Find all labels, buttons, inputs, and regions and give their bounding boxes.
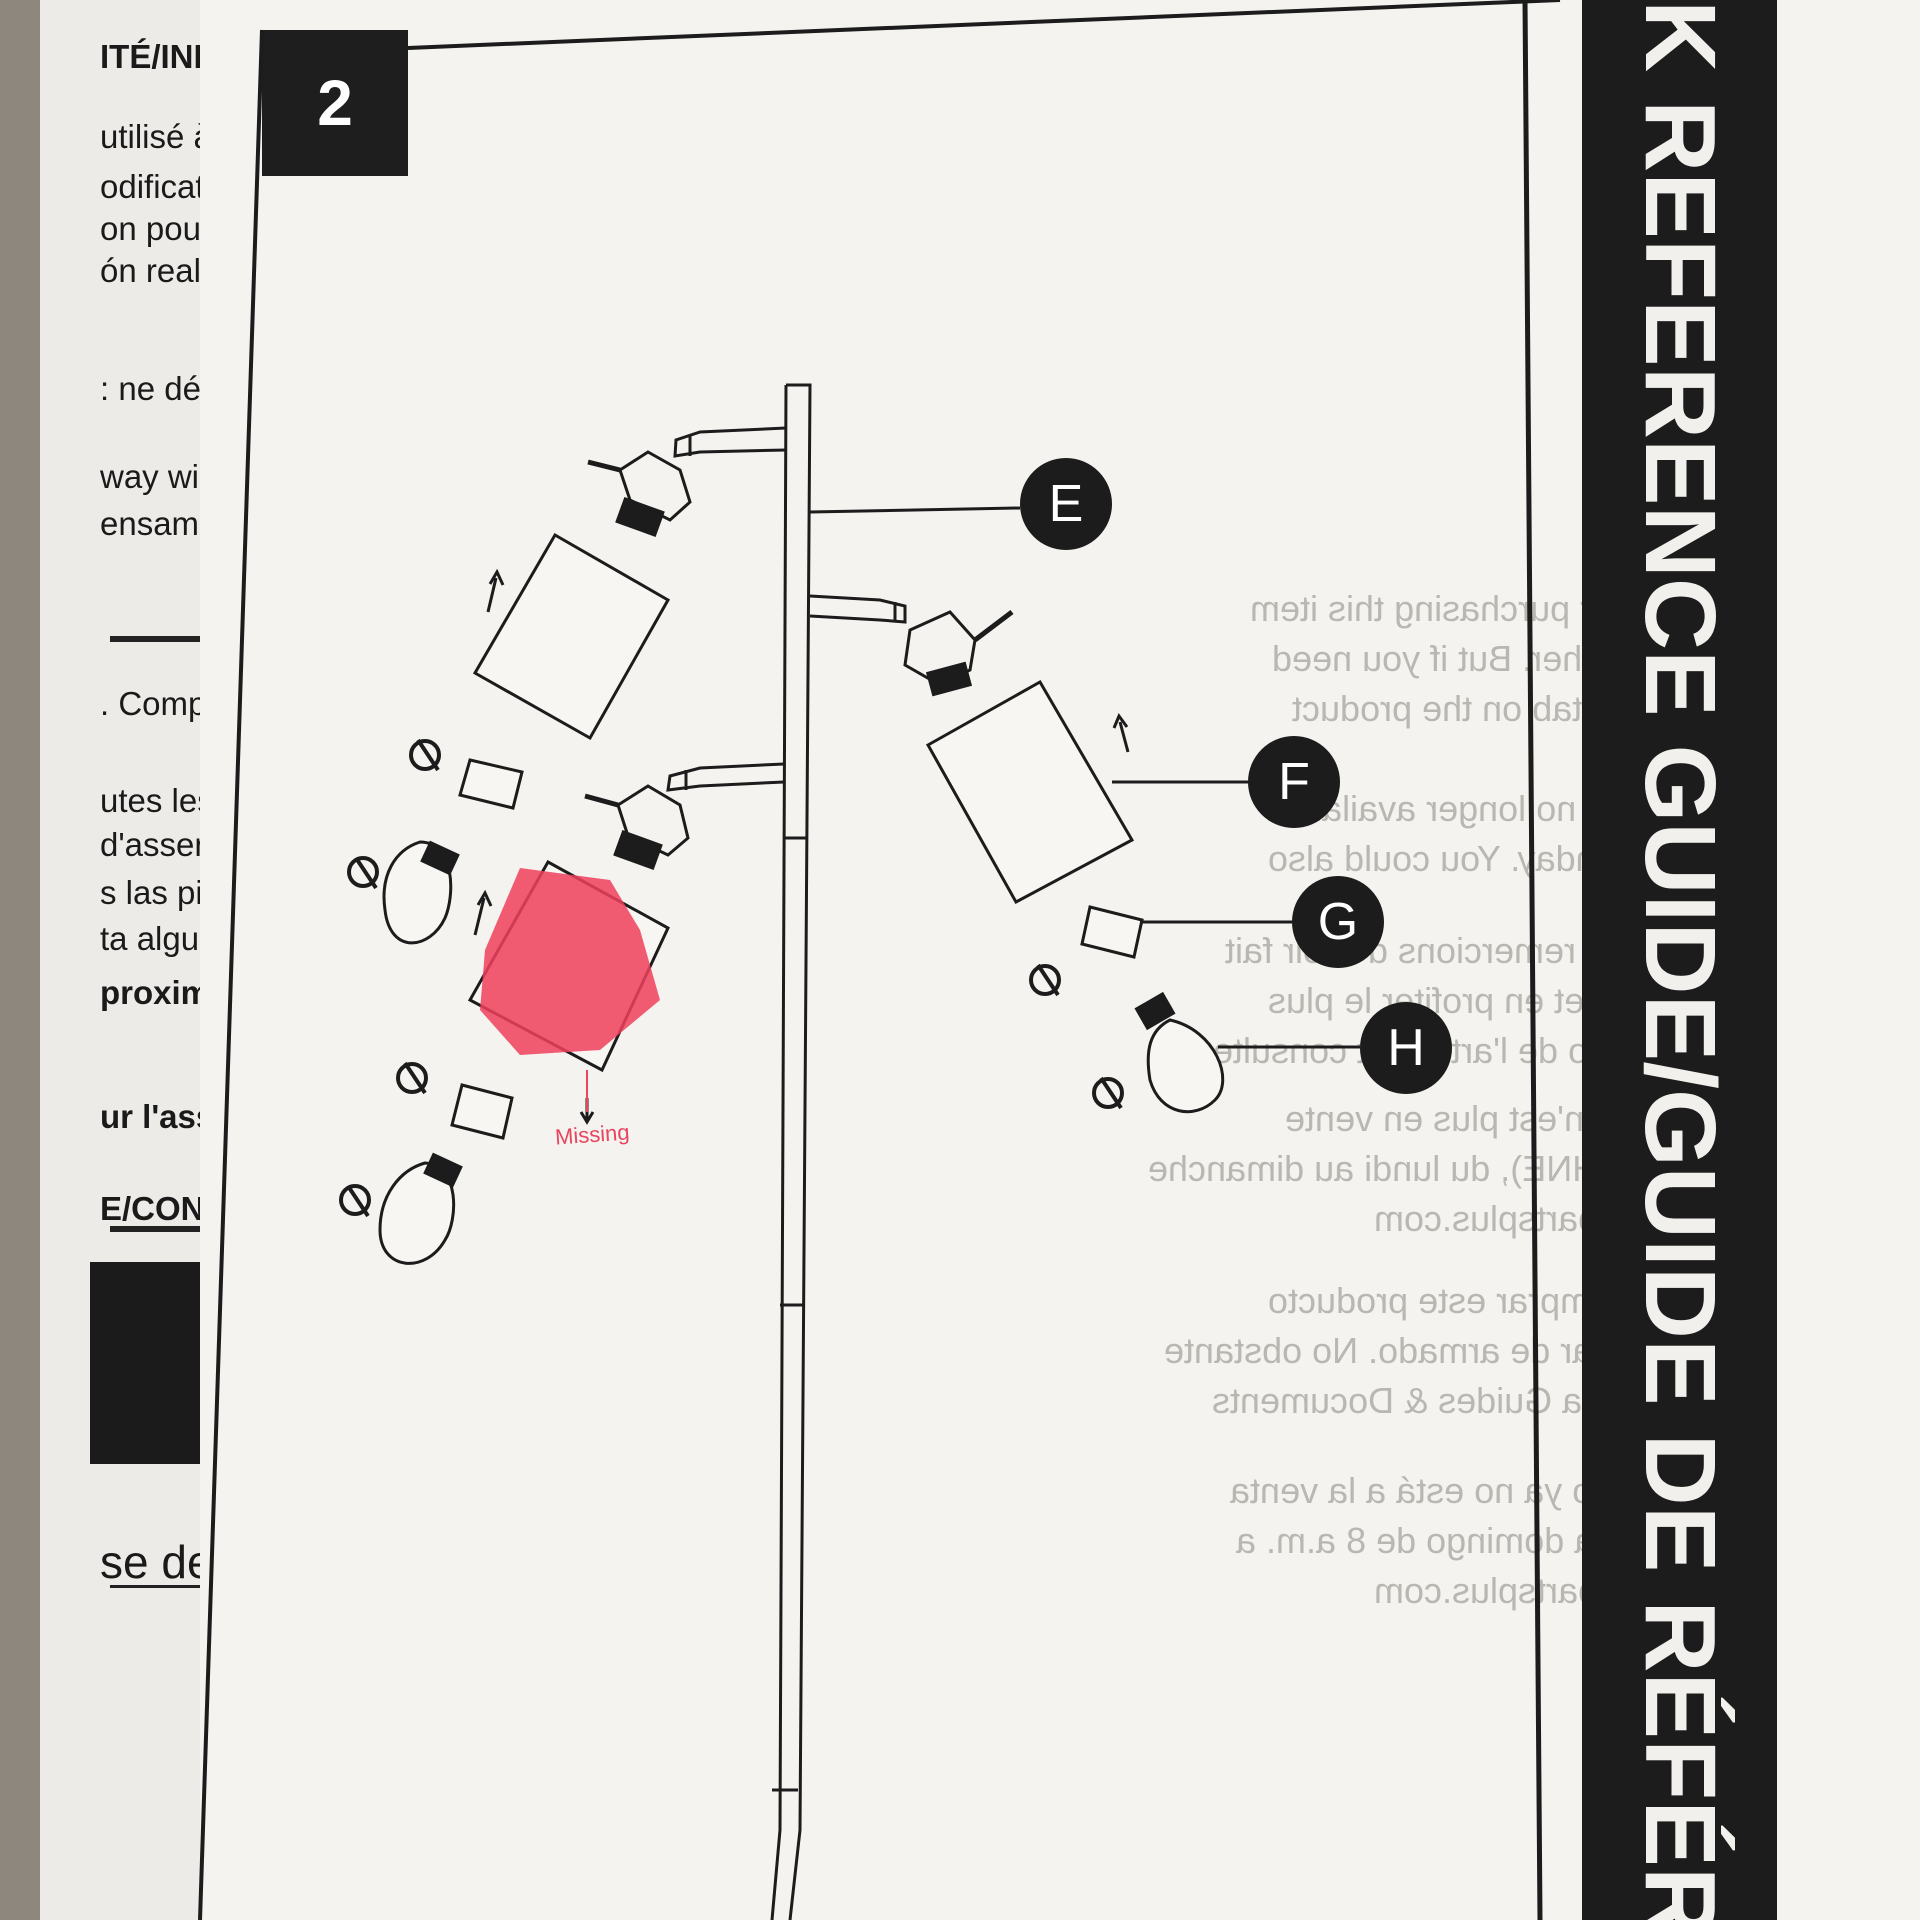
back-sheet-line: utes les <box>100 782 214 819</box>
reference-guide-title: K REFERENCE GUIDE/GUIDE DE RÉFÉRENC <box>1624 0 1736 1920</box>
back-sheet-line: way will <box>100 458 214 495</box>
back-sheet-line: proxim <box>100 974 211 1011</box>
divider <box>110 636 280 642</box>
lamp-socket-right <box>809 594 1014 697</box>
callout-e: E <box>1020 458 1112 550</box>
lamp-pole <box>770 383 812 1920</box>
locking-ring-icons <box>339 738 1124 1218</box>
reference-guide-band <box>1582 0 1777 1920</box>
back-sheet-line: se de <box>100 1536 213 1588</box>
step-number: 2 <box>317 67 353 139</box>
back-sheet-line: E/CON <box>100 1190 205 1227</box>
back-sheet-line: d'assen <box>100 826 213 863</box>
callout-leader-lines <box>809 506 1360 1049</box>
step-number-box: 2 <box>262 30 408 176</box>
back-sheet-line: utilisé à <box>100 118 212 155</box>
back-sheet-line: ur l'ass <box>100 1098 215 1135</box>
glass-panels <box>450 758 1144 1140</box>
light-bulb-icons <box>378 840 1225 1265</box>
lamp-shade-right <box>925 679 1135 905</box>
lamp-socket-upper-left <box>587 426 787 538</box>
back-sheet-line: ITÉ/INF <box>100 38 214 75</box>
callout-h: H <box>1360 1002 1452 1094</box>
divider <box>110 1226 280 1232</box>
callout-f: F <box>1248 736 1340 828</box>
divider <box>110 1585 280 1588</box>
callout-g: G <box>1292 876 1384 968</box>
back-sheet-line: ta algun <box>100 920 218 957</box>
lamp-shade-missing <box>467 859 670 1073</box>
lamp-socket-lower-left <box>584 762 785 871</box>
handwritten-missing-note: Missing <box>554 1119 631 1150</box>
lamp-shade-top-left <box>472 532 671 741</box>
